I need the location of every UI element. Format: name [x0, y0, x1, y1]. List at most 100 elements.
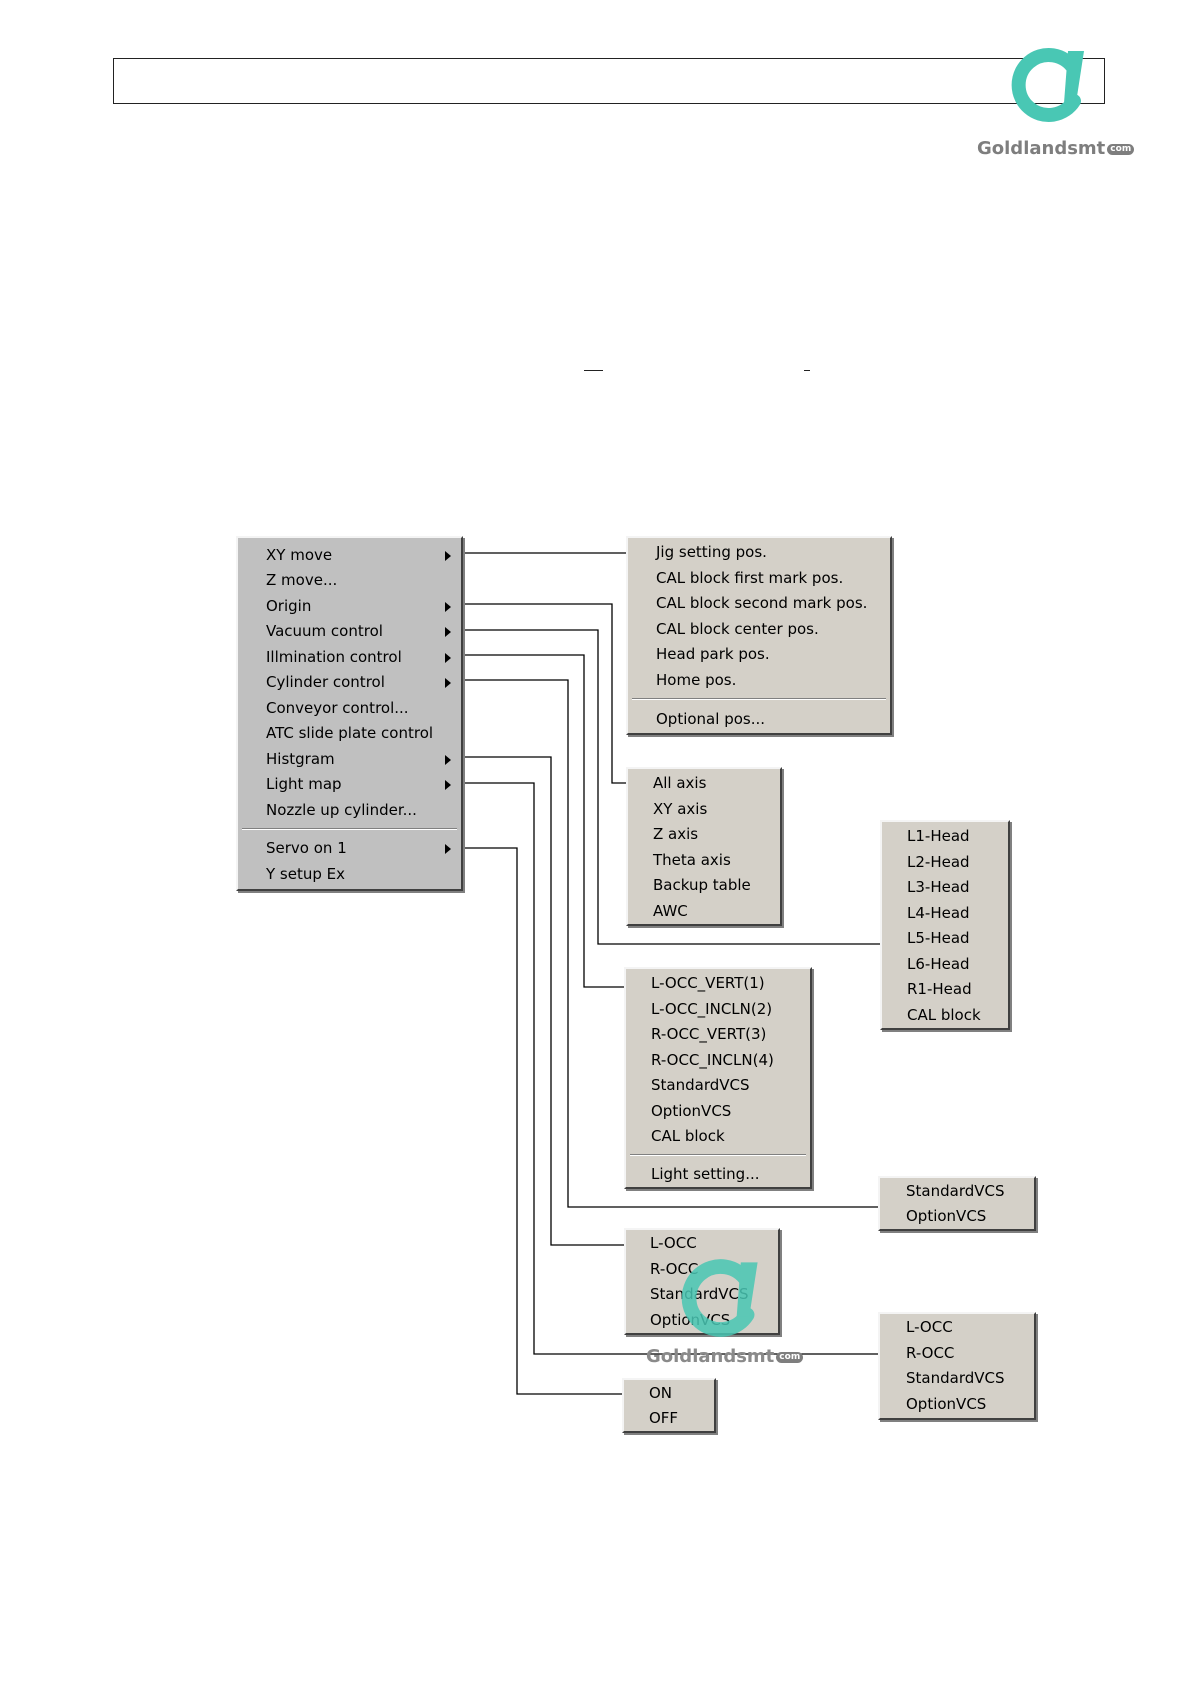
connector-cylinder: [464, 679, 880, 1208]
stray-mark: [804, 370, 810, 371]
menu-item-all-axis[interactable]: All axis: [628, 771, 780, 796]
menu-item-label: L-OCC: [906, 1318, 953, 1336]
submenu-arrow-icon: [445, 678, 451, 688]
menu-separator: [632, 698, 886, 700]
menu-item-label: Light setting...: [651, 1165, 760, 1183]
menu-item-r1-head[interactable]: R1-Head: [882, 977, 1008, 1002]
menu-item-l5-head[interactable]: L5-Head: [882, 926, 1008, 951]
menu-item-home-pos[interactable]: Home pos.: [628, 668, 890, 693]
menu-item-l2-head[interactable]: L2-Head: [882, 850, 1008, 875]
menu-item-l6-head[interactable]: L6-Head: [882, 952, 1008, 977]
connector-vacuum: [464, 629, 882, 945]
menu-item-label: CAL block second mark pos.: [656, 594, 868, 612]
connector-origin: [464, 603, 626, 784]
logo-mark-icon: [1011, 48, 1084, 122]
menu-item-light-map[interactable]: Light map: [238, 772, 461, 797]
menu-item-r-occ-incln[interactable]: R-OCC_INCLN(4): [626, 1048, 810, 1073]
menu-item-l4-head[interactable]: L4-Head: [882, 901, 1008, 926]
menu-item-off[interactable]: OFF: [624, 1406, 714, 1431]
menu-item-label: L6-Head: [907, 955, 970, 973]
menu-item-vacuum-control[interactable]: Vacuum control: [238, 619, 461, 644]
menu-item-illmination-control[interactable]: Illmination control: [238, 645, 461, 670]
menu-item-optionvcs[interactable]: OptionVCS: [626, 1099, 810, 1124]
menu-item-cal-block-center-pos[interactable]: CAL block center pos.: [628, 617, 890, 642]
menu-item-backup-table[interactable]: Backup table: [628, 873, 780, 898]
menu-item-label: OptionVCS: [651, 1102, 732, 1120]
menu-item-cal-block-first-mark-pos[interactable]: CAL block first mark pos.: [628, 566, 890, 591]
menu-item-jig-setting-pos[interactable]: Jig setting pos.: [628, 540, 890, 565]
menu-item-histgram[interactable]: Histgram: [238, 747, 461, 772]
menu-item-standardvcs[interactable]: StandardVCS: [880, 1366, 1034, 1391]
submenu-arrow-icon: [445, 551, 451, 561]
submenu-arrow-icon: [445, 653, 451, 663]
submenu-arrow-icon: [445, 755, 451, 765]
menu-item-label: Theta axis: [653, 851, 731, 869]
menu-item-r-occ[interactable]: R-OCC: [626, 1257, 778, 1282]
menu-item-l-occ-incln[interactable]: L-OCC_INCLN(2): [626, 997, 810, 1022]
menu-item-l-occ[interactable]: L-OCC: [880, 1315, 1034, 1340]
menu-item-label: XY move: [266, 546, 333, 564]
menu-item-label: Z axis: [653, 825, 699, 843]
menu-item-nozzle-up-cylinder[interactable]: Nozzle up cylinder...: [238, 798, 461, 823]
menu-item-on[interactable]: ON: [624, 1381, 714, 1406]
menu-item-awc[interactable]: AWC: [628, 899, 780, 924]
menu-item-label: Illmination control: [266, 648, 402, 666]
menu-item-head-park-pos[interactable]: Head park pos.: [628, 642, 890, 667]
menu-item-z-axis[interactable]: Z axis: [628, 822, 780, 847]
menu-item-y-setup-ex[interactable]: Y setup Ex: [238, 862, 461, 887]
menu-item-label: Home pos.: [656, 671, 737, 689]
menu-item-label: OptionVCS: [906, 1207, 987, 1225]
menu-item-l1-head[interactable]: L1-Head: [882, 824, 1008, 849]
menu-item-optionvcs[interactable]: OptionVCS: [880, 1204, 1034, 1229]
menu-item-theta-axis[interactable]: Theta axis: [628, 848, 780, 873]
menu-item-atc-slide-plate-control[interactable]: ATC slide plate control: [238, 721, 461, 746]
page-header-box: [113, 58, 1105, 104]
submenu-arrow-icon: [445, 627, 451, 637]
logo-text: Goldlandsmt: [977, 138, 1106, 159]
menu-item-label: Light map: [266, 775, 342, 793]
menu-item-xy-move[interactable]: XY move: [238, 543, 461, 568]
menu-item-l-occ-vert[interactable]: L-OCC_VERT(1): [626, 971, 810, 996]
origin-submenu: All axis XY axis Z axis Theta axis Backu…: [626, 767, 782, 926]
menu-item-label: Z move...: [266, 571, 338, 589]
menu-item-label: R-OCC_VERT(3): [651, 1025, 767, 1043]
menu-item-cylinder-control[interactable]: Cylinder control: [238, 670, 461, 695]
menu-item-optional-pos[interactable]: Optional pos...: [628, 707, 890, 732]
menu-item-label: Head park pos.: [656, 645, 770, 663]
menu-item-label: R-OCC: [906, 1344, 955, 1362]
menu-item-label: ATC slide plate control: [266, 724, 434, 742]
menu-item-xy-axis[interactable]: XY axis: [628, 797, 780, 822]
menu-item-servo-on[interactable]: Servo on 1: [238, 836, 461, 861]
menu-item-l3-head[interactable]: L3-Head: [882, 875, 1008, 900]
menu-item-label: CAL block: [651, 1127, 725, 1145]
menu-item-label: Servo on 1: [266, 839, 347, 857]
menu-item-cal-block[interactable]: CAL block: [882, 1003, 1008, 1028]
menu-item-label: R-OCC: [650, 1260, 699, 1278]
menu-item-label: L-OCC: [650, 1234, 697, 1252]
menu-item-l-occ[interactable]: L-OCC: [626, 1231, 778, 1256]
menu-item-label: Conveyor control...: [266, 699, 409, 717]
menu-item-z-move[interactable]: Z move...: [238, 568, 461, 593]
menu-item-r-occ[interactable]: R-OCC: [880, 1341, 1034, 1366]
menu-item-r-occ-vert[interactable]: R-OCC_VERT(3): [626, 1022, 810, 1047]
menu-item-light-setting[interactable]: Light setting...: [626, 1162, 810, 1187]
menu-item-label: L5-Head: [907, 929, 970, 947]
connector-illumination: [464, 654, 624, 988]
menu-item-standardvcs[interactable]: StandardVCS: [880, 1179, 1034, 1204]
menu-item-label: L4-Head: [907, 904, 970, 922]
menu-item-origin[interactable]: Origin: [238, 594, 461, 619]
menu-item-cal-block[interactable]: CAL block: [626, 1124, 810, 1149]
illumination-control-submenu: L-OCC_VERT(1) L-OCC_INCLN(2) R-OCC_VERT(…: [624, 967, 812, 1189]
submenu-arrow-icon: [445, 844, 451, 854]
menu-item-label: CAL block center pos.: [656, 620, 819, 638]
menu-item-label: Origin: [266, 597, 312, 615]
stray-mark: [584, 370, 603, 371]
menu-item-conveyor-control[interactable]: Conveyor control...: [238, 696, 461, 721]
menu-item-label: Jig setting pos.: [656, 543, 767, 561]
menu-item-standardvcs[interactable]: StandardVCS: [626, 1073, 810, 1098]
menu-item-cal-block-second-mark-pos[interactable]: CAL block second mark pos.: [628, 591, 890, 616]
xy-move-submenu: Jig setting pos. CAL block first mark po…: [626, 536, 892, 735]
menu-item-standardvcs[interactable]: StandardVCS: [626, 1282, 778, 1307]
menu-item-optionvcs[interactable]: OptionVCS: [880, 1392, 1034, 1417]
